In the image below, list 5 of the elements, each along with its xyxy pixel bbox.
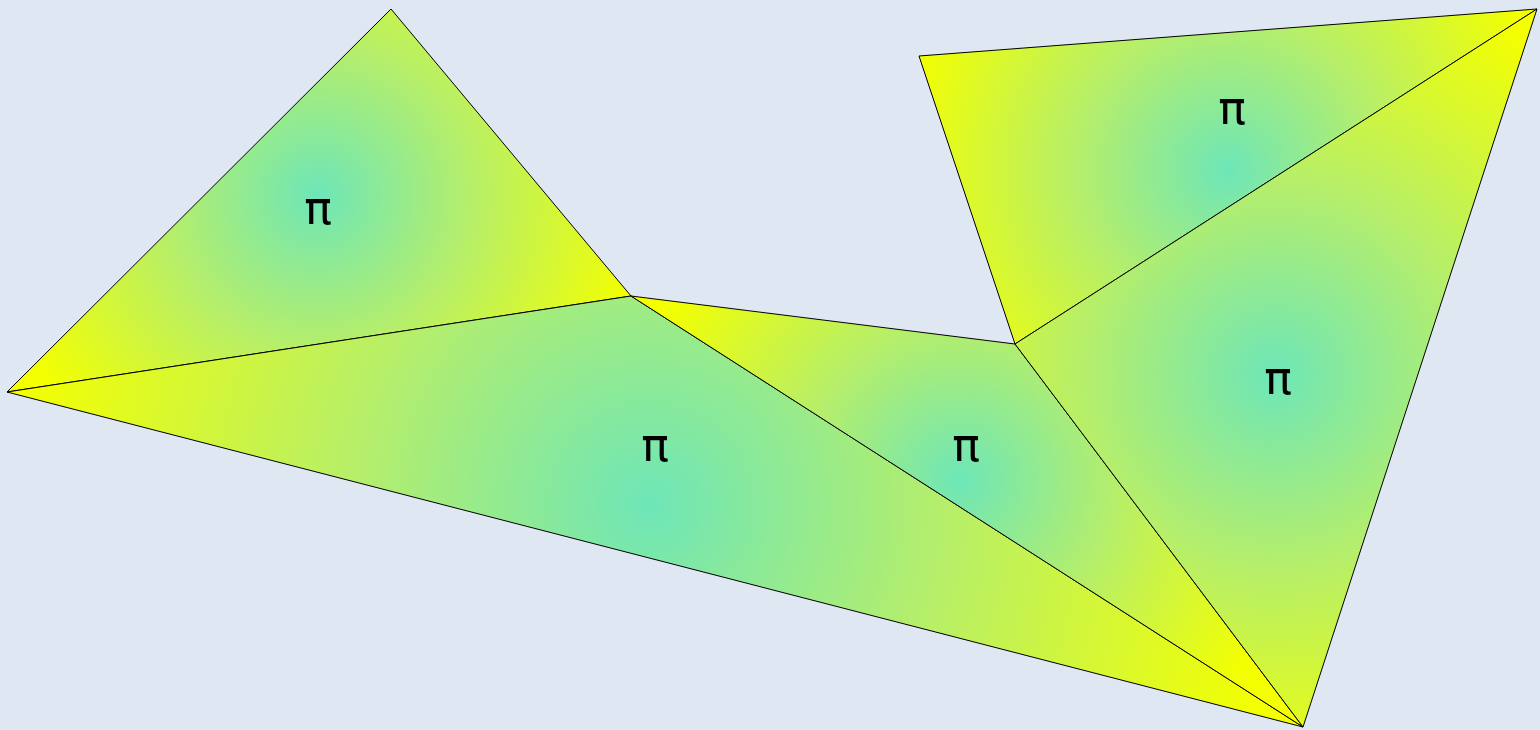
triangle-label: π bbox=[641, 422, 669, 468]
triangle-label: π bbox=[952, 422, 980, 468]
triangle-label: π bbox=[1264, 355, 1292, 401]
triangle-label: π bbox=[1218, 85, 1246, 131]
triangle-label: π bbox=[304, 185, 332, 231]
